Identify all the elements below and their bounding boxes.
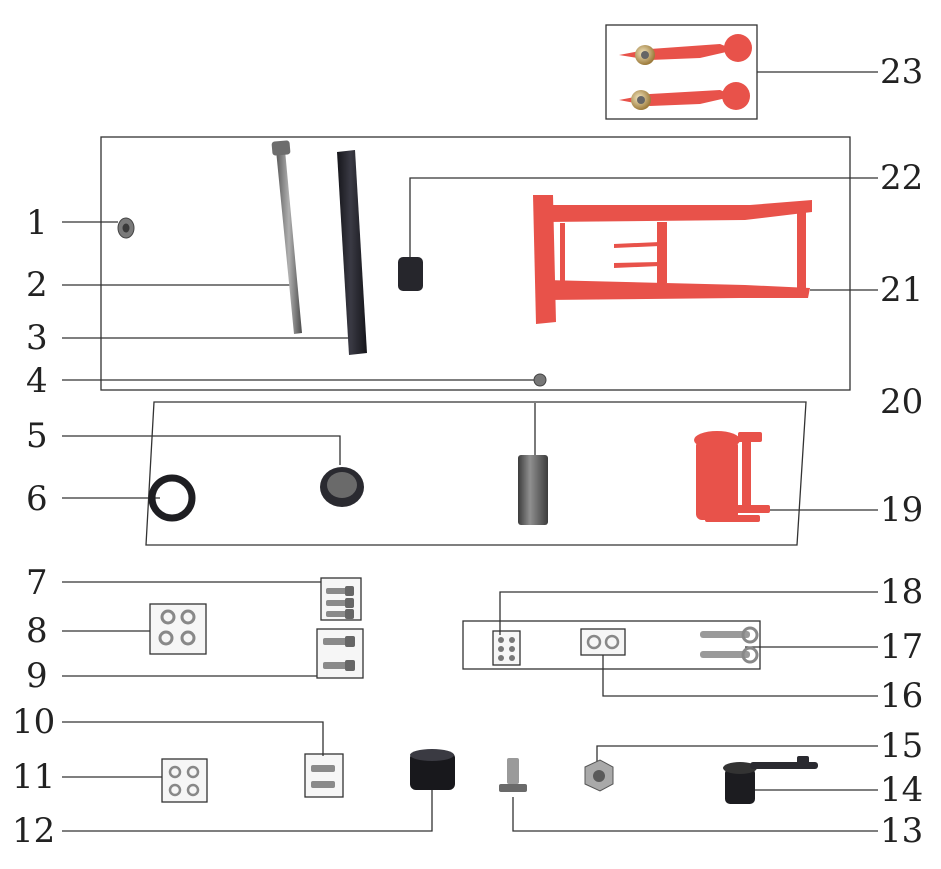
callout-21: 21 bbox=[880, 270, 924, 310]
part-2-long-bolt bbox=[271, 140, 302, 334]
callout-22: 22 bbox=[880, 158, 924, 198]
box-item-11 bbox=[161, 758, 208, 803]
part-7-bolts bbox=[326, 586, 354, 619]
callout-3: 3 bbox=[26, 318, 48, 358]
part-1-nut bbox=[117, 217, 135, 239]
callout-16: 16 bbox=[880, 676, 924, 716]
box-item-9 bbox=[316, 628, 364, 679]
callout-5: 5 bbox=[26, 416, 48, 456]
part-13-bolt bbox=[499, 758, 527, 792]
box-item-10 bbox=[304, 753, 344, 798]
callout-7: 7 bbox=[26, 563, 48, 603]
callout-12: 12 bbox=[12, 811, 56, 851]
part-6-ring bbox=[148, 474, 196, 522]
leader-18 bbox=[499, 591, 878, 635]
part-17-links bbox=[700, 626, 759, 664]
callout-9: 9 bbox=[26, 656, 48, 696]
leader-22 bbox=[409, 177, 878, 258]
part-4-ball bbox=[533, 373, 547, 387]
callout-13: 13 bbox=[880, 811, 924, 851]
part-21-red-frame bbox=[533, 195, 812, 324]
callout-2: 2 bbox=[26, 265, 48, 305]
callout-20: 20 bbox=[880, 382, 924, 422]
leader-13 bbox=[512, 797, 878, 832]
part-14-spool bbox=[723, 756, 818, 804]
part-12-roller bbox=[410, 749, 455, 790]
part-10-screws bbox=[311, 765, 335, 788]
part-18-nuts bbox=[498, 637, 515, 661]
part-11-washers bbox=[168, 765, 200, 797]
leader-15 bbox=[596, 745, 878, 765]
callout-14: 14 bbox=[880, 770, 924, 810]
leader-16 bbox=[602, 655, 878, 697]
part-22-block bbox=[398, 257, 423, 291]
box-item-18 bbox=[492, 630, 521, 666]
callout-1: 1 bbox=[26, 203, 48, 243]
callout-23: 23 bbox=[880, 52, 924, 92]
callout-11: 11 bbox=[12, 757, 56, 797]
part-20-cylinder bbox=[518, 455, 548, 525]
part-23-levers bbox=[619, 34, 752, 110]
callout-10: 10 bbox=[12, 702, 56, 742]
part-5-cap bbox=[320, 467, 364, 507]
part-8-washers bbox=[158, 609, 196, 646]
callout-19: 19 bbox=[880, 490, 924, 530]
box-item-8 bbox=[149, 603, 207, 655]
callout-4: 4 bbox=[26, 361, 48, 401]
callout-6: 6 bbox=[26, 479, 48, 519]
leader-10 bbox=[62, 721, 324, 756]
callout-15: 15 bbox=[880, 726, 924, 766]
leader-12 bbox=[62, 790, 433, 832]
callout-17: 17 bbox=[880, 627, 924, 667]
part-19-red-housing bbox=[694, 431, 770, 522]
leader-5 bbox=[62, 435, 341, 465]
part-15-nut bbox=[584, 759, 614, 792]
part-16-washers bbox=[586, 634, 620, 650]
callout-8: 8 bbox=[26, 611, 48, 651]
box-right-small-group bbox=[462, 620, 761, 670]
callout-18: 18 bbox=[880, 572, 924, 612]
box-upper-group bbox=[100, 136, 851, 391]
part-3-tube bbox=[337, 150, 367, 355]
part-9-bolts bbox=[323, 636, 355, 671]
